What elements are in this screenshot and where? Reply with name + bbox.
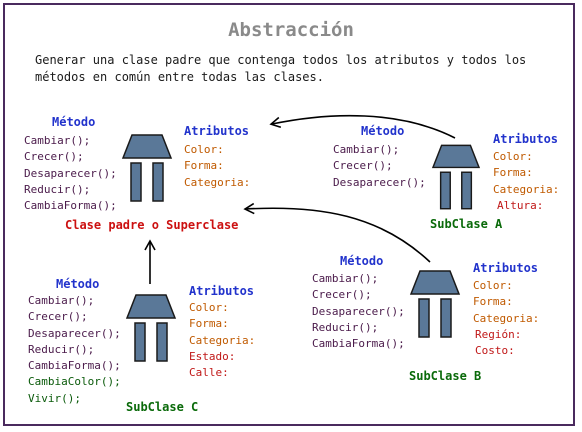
class-building-icon	[121, 134, 173, 202]
superclass-method: CambiaForma();	[24, 199, 117, 213]
superclass-attributes-heading: Atributos	[184, 124, 250, 138]
intro-text: Generar una clase padre que contenga tod…	[35, 53, 527, 84]
subclass-b-own-attribute: Región:	[475, 327, 522, 341]
subclass-b-attributes-heading: Atributos	[473, 261, 539, 275]
subclass-a-attributes-heading: Atributos	[493, 132, 559, 146]
subclass-c-own-method: CambiaColor();	[28, 375, 121, 389]
subclass-c-own-method: Vivir();	[28, 391, 81, 405]
superclass-label: Clase padre o Superclase	[65, 218, 239, 232]
subclass-b-method: Reducir();	[312, 320, 379, 334]
subclass-c-method: Reducir();	[28, 342, 95, 356]
subclass-b-attribute: Categoria:	[473, 311, 540, 325]
subclass-b-own-attribute: Costo:	[475, 344, 515, 358]
superclass-attribute: Categoria:	[184, 175, 251, 189]
arrow-subclass-b-to-superclass	[243, 202, 431, 263]
subclass-c-attribute: Categoria:	[189, 333, 256, 347]
class-building-icon	[409, 270, 461, 338]
subclass-c-method: Cambiar();	[28, 294, 95, 307]
subclass-a-methods-list: Cambiar(); Crecer(); Desaparecer();	[333, 142, 426, 191]
subclass-c-label: SubClase C	[126, 400, 199, 414]
superclass-methods-list: Cambiar(); Crecer(); Desaparecer(); Redu…	[24, 133, 117, 214]
subclass-a-label: SubClase A	[430, 217, 503, 231]
subclass-b-attributes-list: Color: Forma: Categoria: Región: Costo:	[473, 278, 539, 359]
subclass-c-method: CambiaForma();	[28, 359, 121, 373]
superclass-method: Cambiar();	[24, 134, 91, 147]
subclass-c-attributes-heading: Atributos	[189, 284, 255, 298]
class-building-icon	[431, 144, 481, 210]
subclass-a-attribute: Forma:	[493, 166, 533, 180]
subclass-b-method: Cambiar();	[312, 272, 379, 285]
superclass-method: Crecer();	[24, 150, 84, 164]
subclass-a-method: Desaparecer();	[333, 175, 426, 189]
subclass-b-attribute: Color:	[473, 279, 513, 292]
superclass-attributes-list: Color: Forma: Categoria:	[184, 142, 250, 191]
superclass-method: Reducir();	[24, 182, 91, 196]
subclass-c-attributes-list: Color: Forma: Categoria: Estado: Calle:	[189, 300, 255, 381]
subclass-b-methods-list: Cambiar(); Crecer(); Desaparecer(); Redu…	[312, 271, 405, 352]
subclass-b-attribute: Forma:	[473, 295, 513, 309]
subclass-b-methods-heading: Método	[340, 254, 384, 268]
subclass-a-attribute: Categoria:	[493, 182, 560, 196]
subclass-b-method: CambiaForma();	[312, 337, 405, 351]
subclass-a-attributes-list: Color: Forma: Categoria: Altura:	[493, 149, 559, 214]
subclass-c-attribute: Forma:	[189, 317, 229, 331]
subclass-b-method: Crecer();	[312, 288, 372, 302]
subclass-a-methods-heading: Método	[361, 124, 405, 138]
diagram-title: Abstracción	[228, 19, 354, 41]
subclass-c-own-attribute: Calle:	[189, 366, 229, 380]
superclass-attribute: Forma:	[184, 159, 224, 173]
subclass-a-own-attribute: Altura:	[497, 198, 544, 212]
subclass-b-label: SubClase B	[409, 369, 482, 383]
subclass-a-attribute: Color:	[493, 150, 533, 163]
superclass-attribute: Color:	[184, 143, 224, 156]
subclass-c-methods-list: Cambiar(); Crecer(); Desaparecer(); Redu…	[28, 293, 121, 407]
subclass-c-attribute: Color:	[189, 301, 229, 314]
diagram-frame	[3, 3, 575, 426]
subclass-c-methods-heading: Método	[56, 277, 100, 291]
superclass-methods-heading: Método	[52, 115, 96, 129]
arrow-subclass-a-to-superclass	[269, 114, 456, 139]
class-building-icon	[125, 294, 177, 362]
subclass-b-method: Desaparecer();	[312, 304, 405, 318]
subclass-c-method: Crecer();	[28, 310, 88, 324]
subclass-c-own-attribute: Estado:	[189, 349, 236, 363]
subclass-a-method: Crecer();	[333, 159, 393, 173]
subclass-c-method: Desaparecer();	[28, 326, 121, 340]
superclass-method: Desaparecer();	[24, 166, 117, 180]
subclass-a-method: Cambiar();	[333, 143, 400, 156]
